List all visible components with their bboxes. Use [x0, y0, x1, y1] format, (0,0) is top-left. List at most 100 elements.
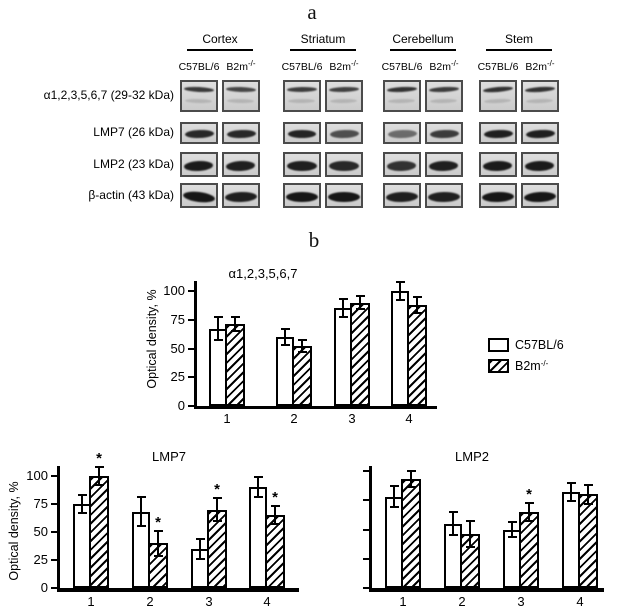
y-tick-label: 0 [177, 398, 185, 413]
y-axis-title: Optical density, % [145, 289, 159, 389]
blot-row-label: LMP7 (26 kDa) [93, 125, 174, 139]
y-tick [363, 528, 370, 531]
y-tick [363, 587, 370, 589]
error-bar-line [528, 502, 530, 522]
significance-asterisk: * [526, 485, 532, 503]
y-tick-label: 75 [33, 496, 48, 511]
chart-title: α1,2,3,5,6,7 [228, 266, 298, 281]
blot-image [180, 152, 218, 177]
error-bar-line [469, 521, 471, 548]
protein-band [329, 161, 359, 171]
blot-image [325, 183, 363, 208]
error-bar-cap [213, 339, 223, 342]
error-bar-cap [448, 534, 458, 537]
error-bar-cap [230, 316, 240, 319]
y-tick-label: 100 [163, 283, 185, 298]
y-tick-label: 50 [33, 524, 48, 539]
superscript: -/- [451, 59, 459, 68]
y-tick [363, 557, 370, 560]
blot-lane-label-wt: C57BL/6 [477, 61, 519, 73]
error-bar-cap [338, 316, 348, 319]
hatched-bar-swatch-icon [488, 359, 509, 373]
error-bar-cap [153, 554, 163, 557]
error-bar-cap [195, 557, 205, 560]
blot-region-underline [390, 49, 456, 51]
protein-band [287, 161, 317, 171]
error-bar-line [216, 498, 218, 521]
superscript: -/- [547, 59, 555, 68]
bar-b2m-group3 [350, 302, 370, 406]
error-bar-cap [230, 330, 240, 333]
error-bar-line [81, 495, 83, 513]
blot-lane-label-wt: C57BL/6 [178, 61, 220, 73]
y-tick-label: 50 [170, 340, 185, 356]
x-category-label: 1 [87, 594, 95, 609]
blot-image [222, 152, 260, 177]
error-bar-cap [94, 483, 104, 486]
error-bar-line [140, 497, 142, 527]
error-bar-line [284, 328, 286, 346]
error-bar-cap [524, 501, 534, 504]
error-bar-cap [566, 481, 576, 484]
blot-image [425, 183, 463, 208]
superscript: -/- [248, 59, 256, 68]
error-bar-cap [355, 308, 365, 311]
y-tick [188, 376, 195, 379]
blot-image [521, 80, 559, 112]
x-category-label: 4 [263, 594, 271, 609]
blot-image [283, 80, 321, 112]
error-bar-cap [253, 496, 263, 499]
x-axis [369, 588, 604, 592]
error-bar-cap [412, 295, 422, 298]
error-bar-cap [524, 520, 534, 523]
panel-a-label: a [307, 0, 317, 24]
error-bar-cap [406, 486, 416, 489]
x-category-label: 2 [146, 594, 154, 609]
blot-image [383, 183, 421, 208]
blot-image [222, 122, 260, 144]
y-tick [51, 587, 58, 589]
x-category-label: 4 [405, 411, 413, 426]
error-bar-line [587, 485, 589, 504]
blot-image [479, 80, 517, 112]
blot-image [383, 152, 421, 177]
blot-image [180, 80, 218, 112]
error-bar-cap [280, 344, 290, 347]
error-bar-line [157, 530, 159, 556]
y-tick [51, 559, 58, 561]
y-tick [363, 470, 370, 472]
error-bar-line [410, 471, 412, 488]
blot-image [521, 122, 559, 144]
y-axis [57, 466, 60, 592]
blot-row-label: β-actin (43 kDa) [88, 187, 174, 202]
error-bar-cap [136, 525, 146, 528]
y-tick [51, 531, 58, 533]
y-axis [194, 281, 197, 409]
error-bar-cap [465, 546, 475, 549]
y-axis [369, 466, 372, 592]
blot-region-label: Cerebellum [392, 32, 454, 46]
y-tick [188, 405, 195, 407]
superscript: -/- [540, 359, 549, 368]
error-bar-cap [153, 529, 163, 532]
x-category-label: 2 [290, 411, 298, 426]
blot-region-underline [187, 49, 253, 51]
bar-b2m-group4 [407, 304, 427, 406]
error-bar-line [199, 538, 201, 559]
blot-lane-label-wt: C57BL/6 [381, 61, 423, 73]
blot-region-label: Striatum [300, 32, 346, 46]
error-bar-cap [213, 316, 223, 319]
significance-asterisk: * [96, 450, 102, 468]
y-tick [188, 290, 195, 292]
blot-row-label: LMP2 (23 kDa) [93, 156, 174, 171]
blot-image [521, 152, 559, 177]
error-bar-cap [507, 535, 517, 538]
blot-region-label: Cortex [202, 32, 238, 46]
protein-band [287, 130, 317, 138]
blot-image [222, 80, 260, 112]
blot-lane-label-ko: B2m-/- [329, 59, 359, 73]
error-bar-cap [195, 537, 205, 540]
error-bar-cap [270, 505, 280, 508]
blot-lane-label-ko: B2m-/- [525, 59, 555, 73]
legend-label: B2m-/- [515, 359, 549, 373]
